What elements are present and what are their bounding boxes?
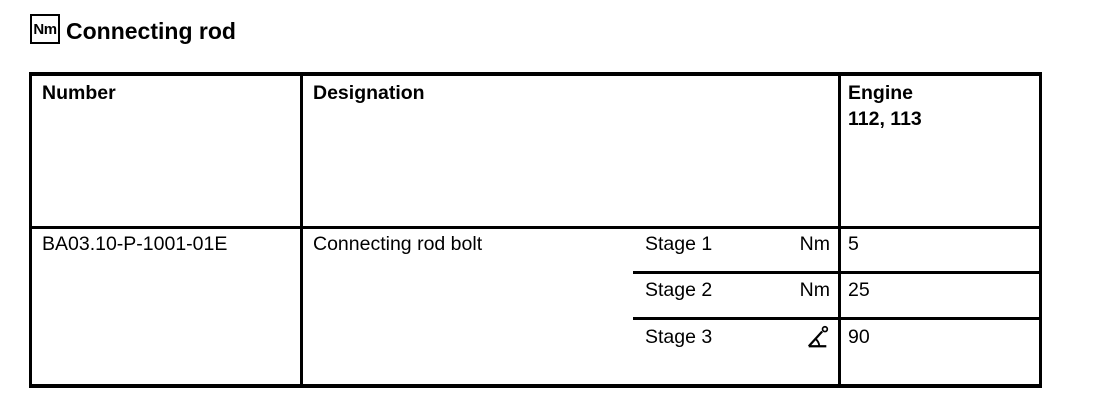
engine-header-line2: 112, 113 <box>848 108 922 130</box>
stage-3-value: 90 <box>848 326 870 348</box>
stage-row-divider <box>633 271 1039 274</box>
document-number: BA03.10-P-1001-01E <box>42 233 228 255</box>
engine-header-line1: Engine <box>848 82 914 104</box>
stage-3-unit <box>633 324 830 353</box>
torque-nm-icon: Nm <box>30 14 60 44</box>
stage-1-unit: Nm <box>799 233 830 255</box>
designation-text: Connecting rod bolt <box>313 233 483 255</box>
header-row-divider <box>32 226 1039 229</box>
stage-1-value: 5 <box>848 233 859 255</box>
stage-2-value: 25 <box>848 279 870 301</box>
column-divider <box>838 76 841 384</box>
stage-3-label: Stage 3 <box>645 326 713 348</box>
column-header-engine: Engine 112, 113 <box>848 80 1028 132</box>
column-header-number: Number <box>42 82 116 104</box>
stage-2-label: Stage 2 <box>645 279 713 301</box>
stage-2-unit: Nm <box>799 279 830 301</box>
stage-row-divider <box>633 317 1039 320</box>
torque-spec-table: Number Designation Engine 112, 113 BA03.… <box>29 72 1042 388</box>
page-title: Connecting rod <box>66 18 236 44</box>
stage-1-label: Stage 1 <box>645 233 713 255</box>
angle-degrees-icon <box>807 325 829 348</box>
column-divider <box>300 76 303 384</box>
column-header-designation: Designation <box>313 82 425 104</box>
